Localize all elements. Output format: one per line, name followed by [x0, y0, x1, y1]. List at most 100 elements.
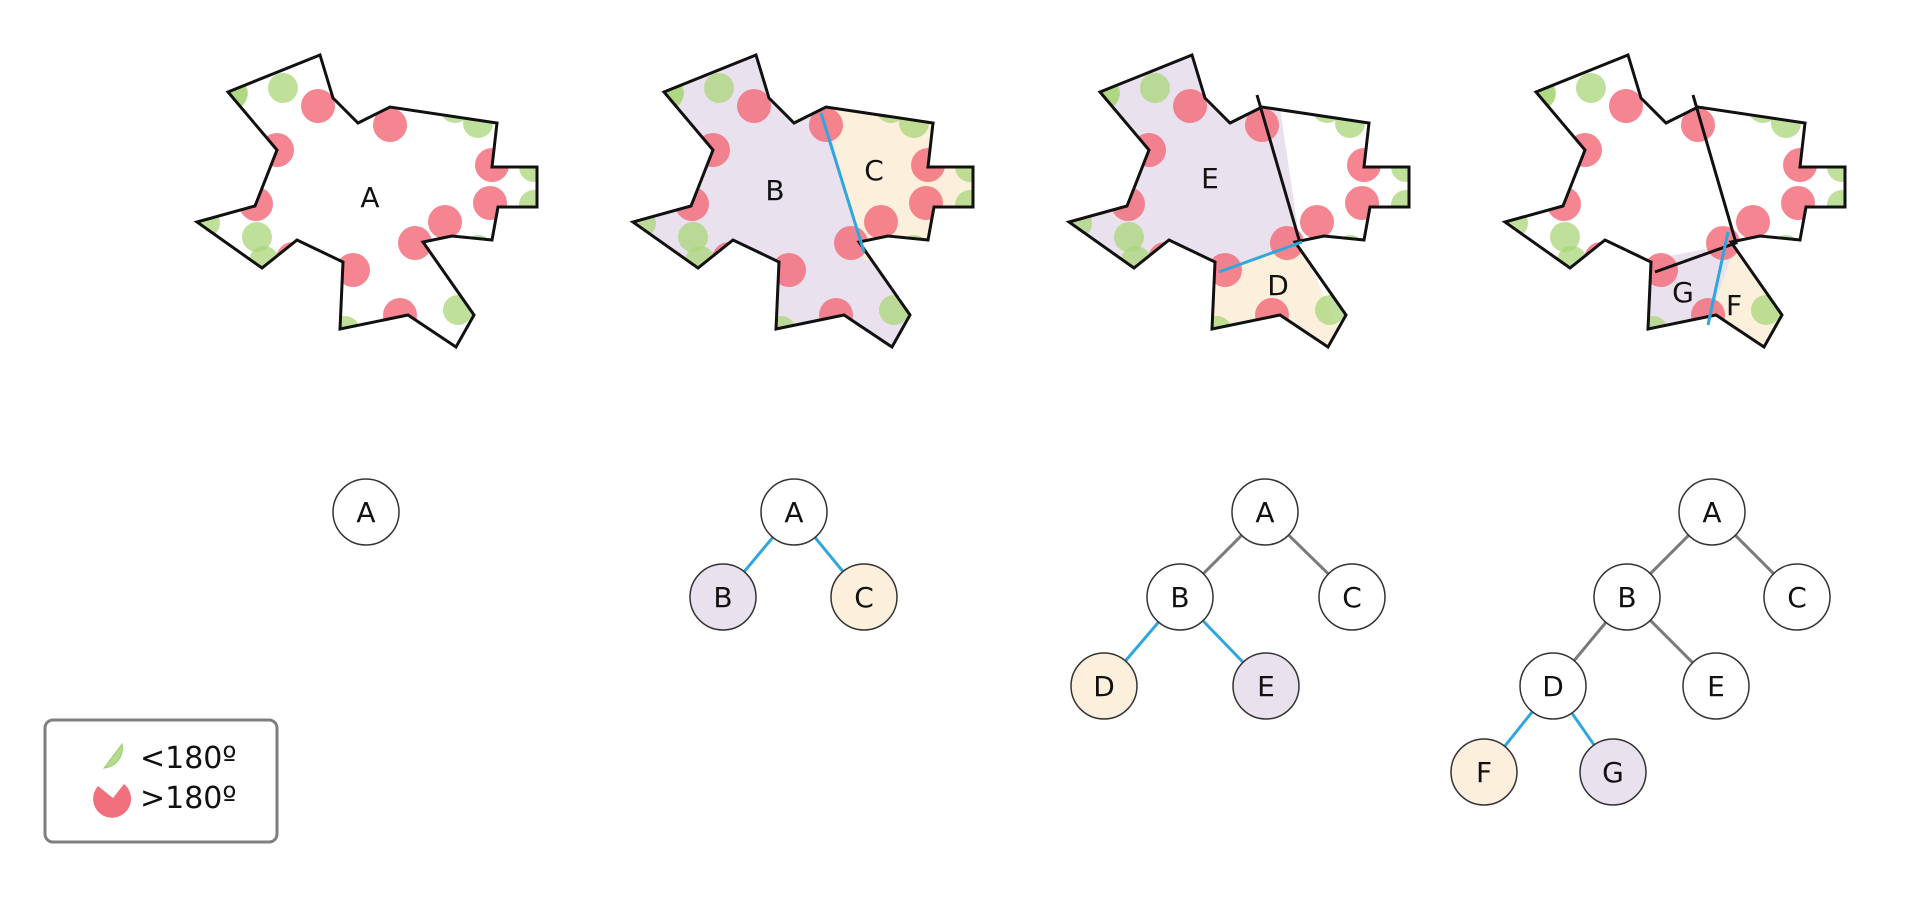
convex-angle-marker: [327, 55, 357, 73]
split-line-2: [1218, 240, 1303, 274]
region-label-f: F: [1726, 289, 1742, 322]
reflex-angle-marker: [864, 205, 898, 239]
tree-edge: [1734, 534, 1775, 575]
tree-edge: [813, 536, 845, 573]
tree-node-c: [830, 563, 898, 631]
polygon-outline: [1065, 52, 1411, 350]
tree-node-label: A: [1702, 496, 1721, 529]
tree-node-a: [332, 478, 400, 546]
reflex-angle-marker: [1781, 186, 1815, 220]
polygon-outline: [193, 52, 539, 350]
legend-convex-label: <180º: [140, 741, 237, 776]
tree-node-b: [689, 563, 757, 631]
reflex-angle-marker: [276, 242, 310, 276]
convex-angle-marker: [763, 55, 793, 73]
tree-node-label: E: [1707, 670, 1725, 703]
reflex-angle-marker: [1255, 298, 1289, 332]
tree-node-label: D: [1093, 670, 1115, 703]
region-label-g: G: [1672, 276, 1694, 309]
convex-angle-marker: [268, 73, 298, 103]
tree-node-label: A: [1255, 496, 1274, 529]
tree-node-label: B: [1617, 581, 1636, 614]
convex-angle-marker: [1751, 295, 1781, 325]
tree-edge: [1649, 619, 1694, 664]
tree-node-g: [1579, 738, 1647, 806]
tree-node-label: C: [1342, 581, 1362, 614]
region-a-fill: [197, 55, 537, 347]
reflex-angle-marker: [1609, 89, 1643, 123]
region-label-b: B: [765, 174, 784, 207]
convex-angle-marker: [1550, 222, 1580, 252]
tree-node-e: [1682, 652, 1750, 720]
region-e-fill: [1069, 55, 1300, 347]
tree-node-c: [1763, 563, 1831, 631]
tree-node-a: [1678, 478, 1746, 546]
reflex-angle-marker: [1173, 89, 1207, 123]
convex-angle-marker: [1391, 190, 1409, 220]
convex-angle-marker: [678, 222, 708, 252]
tree-node-label: B: [1170, 581, 1189, 614]
reflex-angle-marker: [1345, 186, 1379, 220]
tree-node-a: [1231, 478, 1299, 546]
tree-node-label: G: [1602, 756, 1624, 789]
tree-node-b: [1146, 563, 1214, 631]
reflex-angle-marker: [373, 108, 407, 142]
convex-angle-marker: [443, 295, 473, 325]
reflex-angle-marker: [909, 186, 943, 220]
reflex-angle-marker: [819, 298, 853, 332]
legend-reflex-label: >180º: [140, 781, 237, 816]
tree-node-label: D: [1542, 670, 1564, 703]
convex-angle-marker: [1140, 73, 1170, 103]
tree-edge: [1503, 710, 1534, 748]
convex-angle-marker: [1827, 190, 1845, 220]
reflex-angle-marker: [1681, 108, 1715, 142]
reflex-angle-marker: [737, 89, 771, 123]
tree-edge: [1572, 621, 1608, 662]
region-label-e: E: [1201, 162, 1219, 195]
tree-node-c: [1318, 563, 1386, 631]
convex-angle-marker: [330, 316, 360, 346]
tree-edge: [1570, 712, 1596, 746]
tree-node-label: A: [784, 496, 803, 529]
reflex-angle-marker: [473, 186, 507, 220]
legend: <180º >180º: [43, 718, 279, 844]
reflex-angle-marker: [398, 226, 432, 260]
stage-3-polygon: E D: [1065, 52, 1411, 350]
tree-edge: [1124, 621, 1160, 662]
tree-node-b: [1593, 563, 1661, 631]
reflex-angle-marker: [428, 205, 462, 239]
tree-node-label: C: [1787, 581, 1807, 614]
convex-angle-marker: [879, 295, 909, 325]
convex-angle-marker: [242, 222, 272, 252]
stage-1-polygon: A: [193, 52, 539, 350]
convex-angle-marker: [1202, 316, 1232, 346]
tree-edge: [743, 536, 774, 573]
tree-edge: [1202, 534, 1243, 575]
previous-split-line: [1255, 94, 1302, 244]
region-label-a: A: [360, 181, 379, 214]
split-line-1: [819, 112, 866, 253]
convex-angle-marker: [766, 316, 796, 346]
bsp-tree-stage-1: A: [332, 478, 400, 546]
split-line-3: [1706, 231, 1730, 326]
reflex-angle-marker: [1148, 242, 1182, 276]
polygon-outline: [629, 52, 975, 350]
tree-node-a: [760, 478, 828, 546]
reflex-angle-marker: [1245, 108, 1279, 142]
reflex-angle-marker: [712, 242, 746, 276]
reflex-angle-marker: [1300, 205, 1334, 239]
convex-angle-marker: [1199, 55, 1229, 73]
red-wedge-icon: [93, 784, 132, 818]
stage-4-polygon: G F: [1501, 52, 1847, 350]
reflex-angle-marker: [1584, 242, 1618, 276]
convex-angle-marker: [1114, 222, 1144, 252]
convex-angle-marker: [1635, 55, 1665, 73]
tree-node-label: A: [356, 496, 375, 529]
green-wedge-icon: [102, 742, 123, 769]
tree-edge: [1649, 534, 1690, 575]
reflex-angle-marker: [834, 226, 868, 260]
convex-angle-marker: [519, 190, 537, 220]
